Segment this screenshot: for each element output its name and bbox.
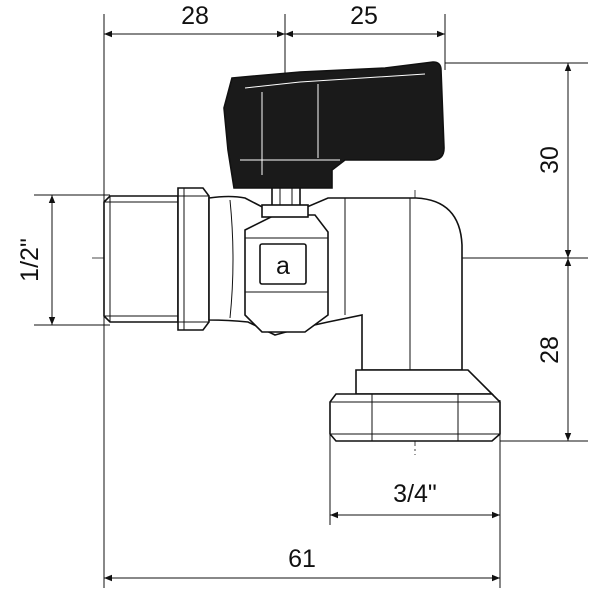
dim-label-30-right: 30 bbox=[536, 146, 564, 174]
dim-label-25-top: 25 bbox=[350, 2, 378, 30]
logo-letter: a bbox=[276, 252, 290, 280]
outlet-union bbox=[329, 369, 501, 442]
dimension-labels: 28 25 30 28 1/2" 3/4" 61 bbox=[16, 2, 564, 573]
dim-label-28-right: 28 bbox=[536, 336, 564, 364]
dim-label-61-bottom: 61 bbox=[288, 545, 316, 573]
hex-nut bbox=[177, 187, 210, 331]
dim-label-half-inch: 1/2" bbox=[16, 238, 44, 282]
valve-body: a bbox=[103, 169, 501, 442]
inlet-thread bbox=[103, 195, 179, 323]
dim-label-28-top: 28 bbox=[181, 2, 209, 30]
dim-label-three-quarter-inch: 3/4" bbox=[393, 480, 437, 508]
dimension-lines bbox=[48, 30, 572, 582]
logo-box: a bbox=[259, 243, 307, 285]
lever-handle bbox=[223, 61, 445, 189]
